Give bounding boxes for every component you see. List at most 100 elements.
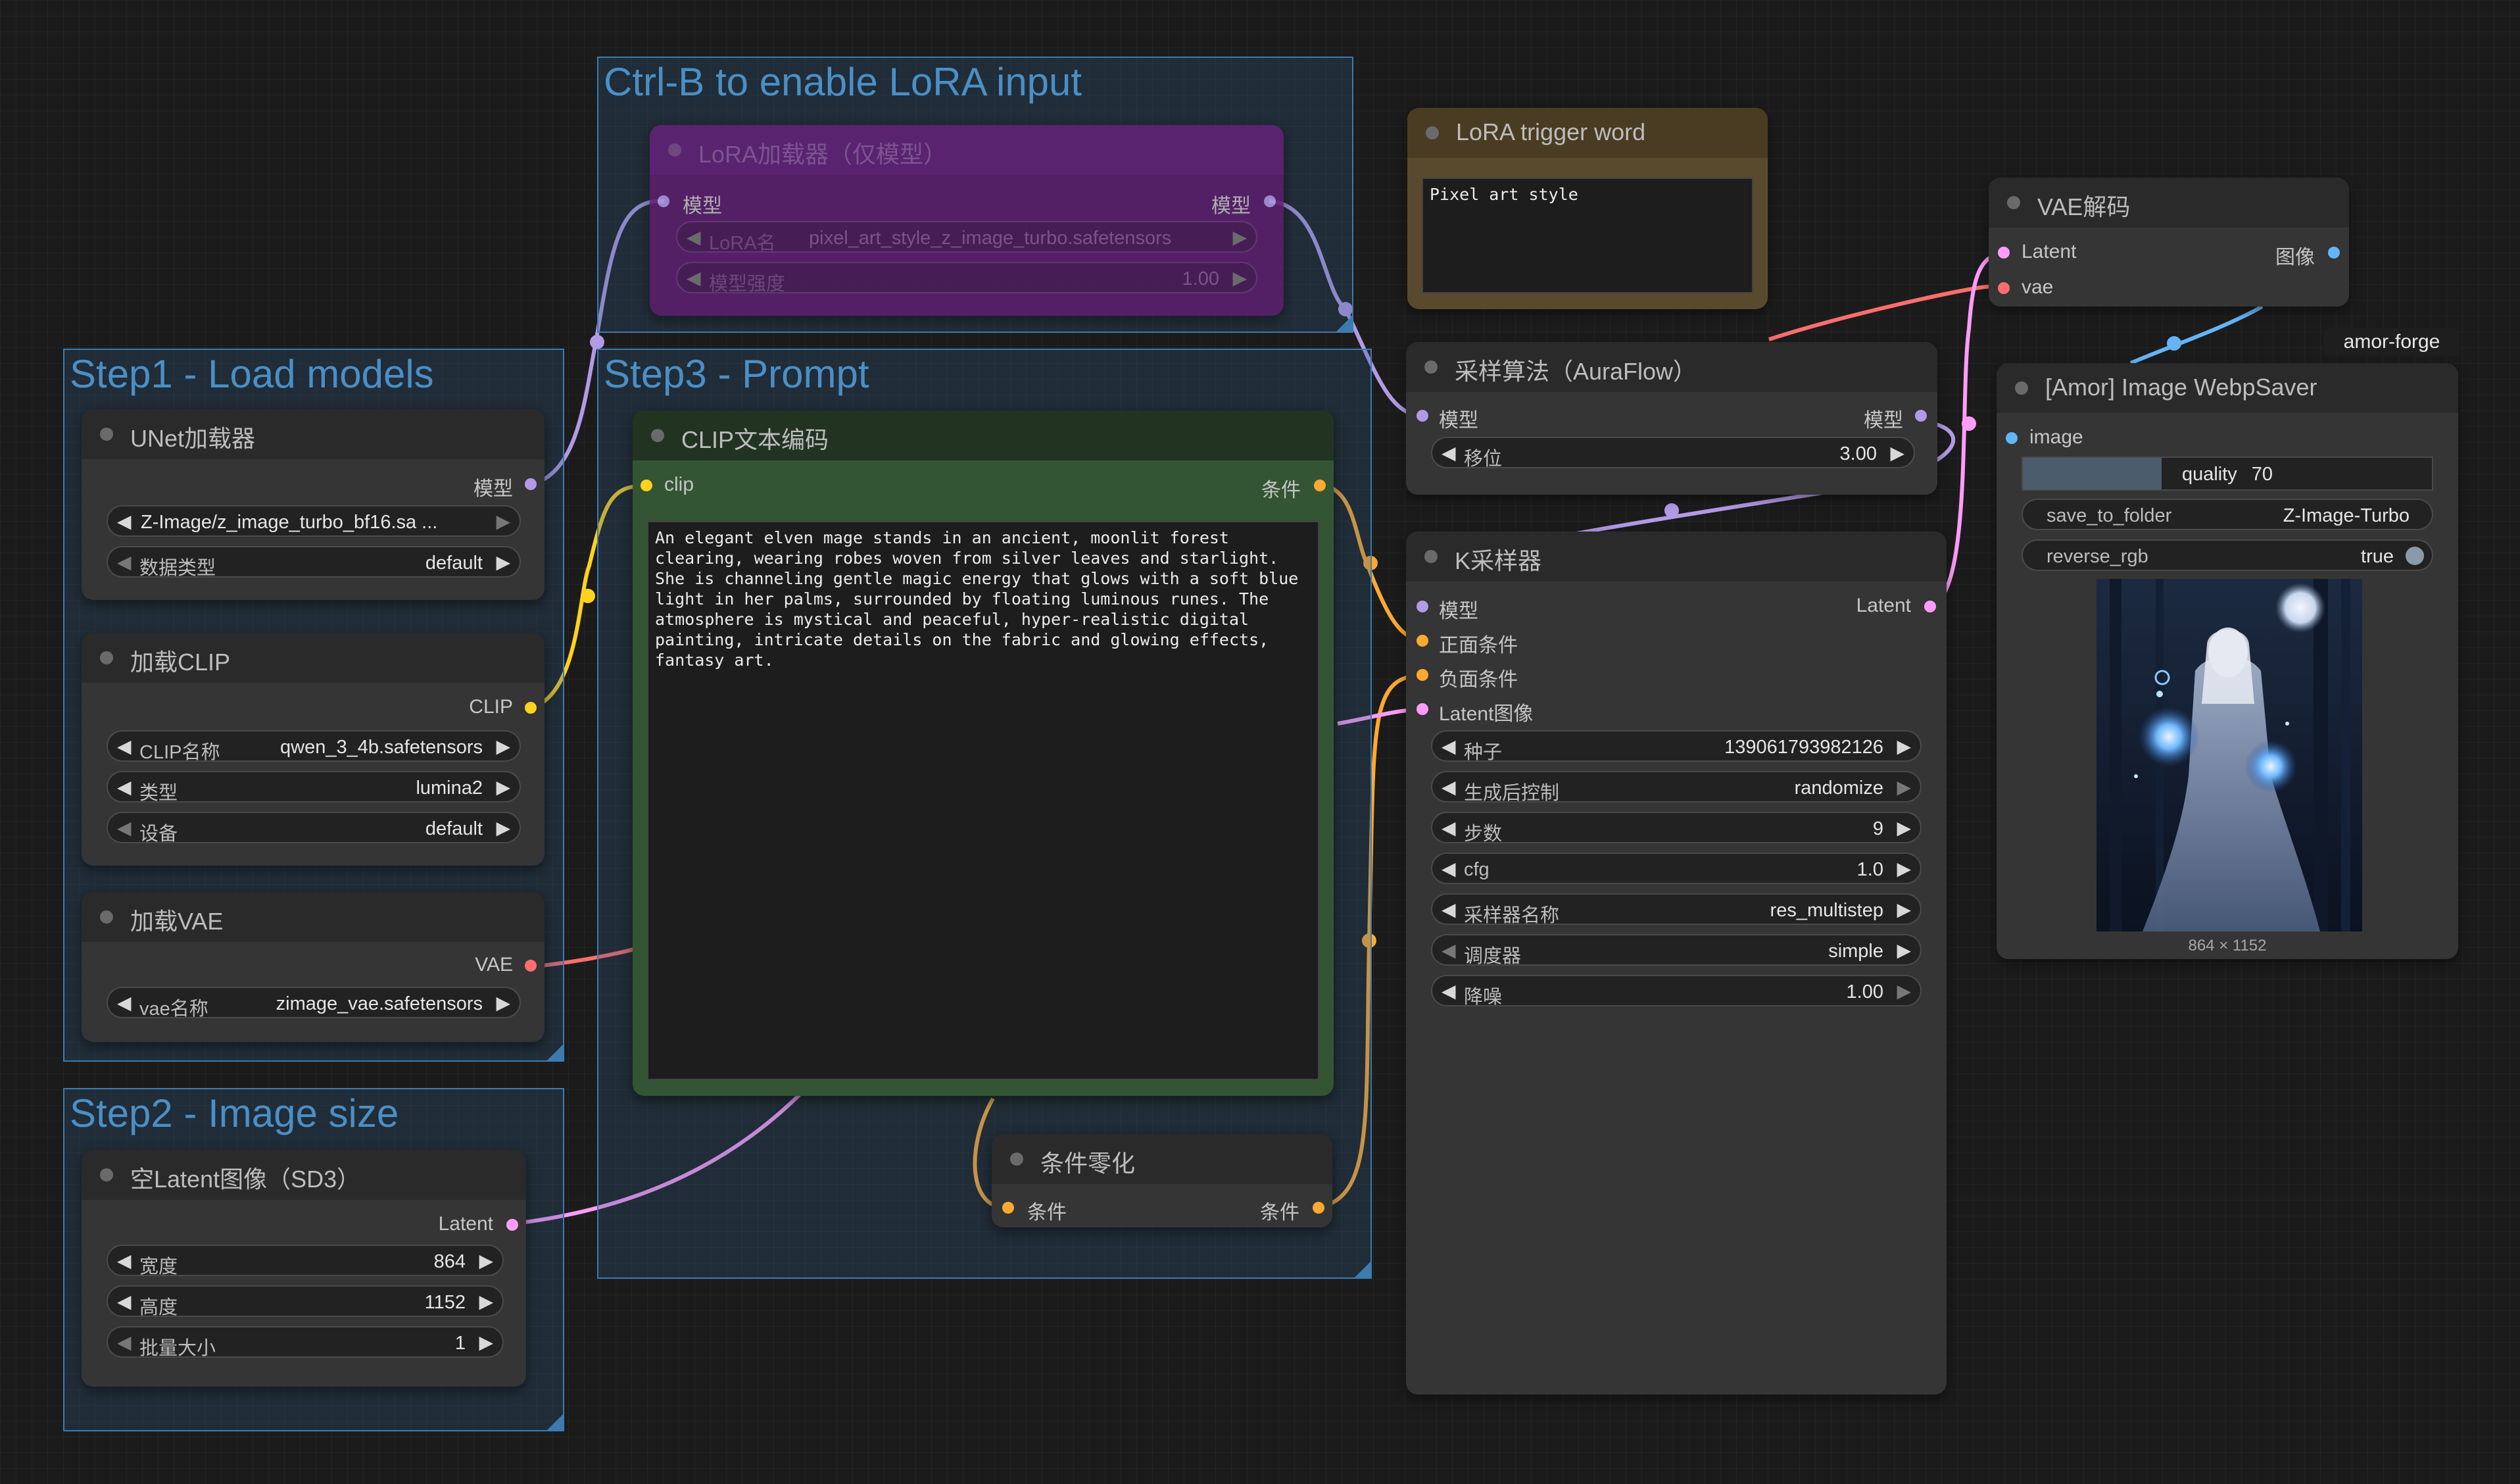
clip-name-combo[interactable]: ◀ CLIP名称 qwen_3_4b.safetensors ▶ <box>107 730 521 763</box>
arrow-left-icon[interactable]: ◀ <box>117 736 132 756</box>
arrow-left-icon[interactable]: ◀ <box>1442 858 1456 879</box>
arrow-left-icon[interactable]: ◀ <box>117 1291 132 1312</box>
port-image-out[interactable] <box>2328 247 2340 259</box>
arrow-right-icon[interactable]: ▶ <box>1897 818 1911 838</box>
arrow-left-icon[interactable]: ◀ <box>1442 940 1456 960</box>
port-latent-out[interactable] <box>506 1219 518 1231</box>
seed-number[interactable]: ◀ 种子 139061793982126 ▶ <box>1431 730 1922 763</box>
node-clip-text-encode[interactable]: CLIP文本编码 clip 条件 An elegant elven mage s… <box>633 410 1334 1096</box>
width-number[interactable]: ◀ 宽度 864 ▶ <box>107 1245 504 1277</box>
port-model-in[interactable] <box>658 195 669 207</box>
node-ksampler[interactable]: K采样器 模型 Latent 正面条件 负面条件 Latent图像 ◀ 种子 1… <box>1406 532 1947 1395</box>
port-latent-in[interactable] <box>1417 703 1428 715</box>
arrow-right-icon[interactable]: ▶ <box>1897 940 1911 960</box>
port-model-out[interactable] <box>1264 195 1276 207</box>
arrow-right-icon[interactable]: ▶ <box>1890 443 1904 463</box>
node-status-dot[interactable] <box>1424 550 1438 563</box>
port-vae-out[interactable] <box>525 960 537 972</box>
arrow-right-icon[interactable]: ▶ <box>496 777 510 797</box>
arrow-left-icon[interactable]: ◀ <box>1442 981 1456 1001</box>
scheduler-combo[interactable]: ◀ 调度器 simple ▶ <box>1431 934 1922 967</box>
node-lora-trigger-word[interactable]: LoRA trigger word Pixel art style <box>1407 108 1768 309</box>
port-model-out[interactable] <box>1915 410 1927 422</box>
arrow-right-icon[interactable]: ▶ <box>496 511 510 532</box>
arrow-right-icon[interactable]: ▶ <box>1232 268 1247 288</box>
arrow-right-icon[interactable]: ▶ <box>479 1250 493 1271</box>
arrow-left-icon[interactable]: ◀ <box>117 777 132 797</box>
link-reroute-dot[interactable] <box>1962 416 1976 431</box>
arrow-right-icon[interactable]: ▶ <box>496 993 510 1013</box>
arrow-left-icon[interactable]: ◀ <box>117 552 132 572</box>
device-combo[interactable]: ◀ 设备 default ▶ <box>107 812 521 845</box>
node-clip-loader[interactable]: 加载CLIP CLIP ◀ CLIP名称 qwen_3_4b.safetenso… <box>82 633 545 866</box>
toggle-knob-icon[interactable] <box>2406 547 2424 565</box>
arrow-right-icon[interactable]: ▶ <box>1897 736 1911 756</box>
batch-size-number[interactable]: ◀ 批量大小 1 ▶ <box>107 1326 504 1359</box>
arrow-left-icon[interactable]: ◀ <box>1442 818 1456 838</box>
unet-name-combo[interactable]: ◀ Z-Image/z_image_turbo_bf16.sa ... ▶ <box>107 505 521 537</box>
reverse-rgb-toggle[interactable]: reverse_rgb true <box>2022 539 2433 571</box>
port-clip-in[interactable] <box>641 480 652 491</box>
arrow-left-icon[interactable]: ◀ <box>117 1332 132 1352</box>
arrow-right-icon[interactable]: ▶ <box>1897 899 1911 920</box>
node-empty-latent[interactable]: 空Latent图像（SD3） Latent ◀ 宽度 864 ▶ ◀ 高度 11… <box>82 1150 526 1387</box>
arrow-left-icon[interactable]: ◀ <box>1442 777 1456 797</box>
arrow-left-icon[interactable]: ◀ <box>117 818 132 838</box>
link-reroute-dot[interactable] <box>2167 336 2181 351</box>
node-vae-decode[interactable]: VAE解码 Latent 图像 vae <box>1989 178 2349 307</box>
node-status-dot[interactable] <box>100 428 113 441</box>
link-reroute-dot[interactable] <box>581 589 595 603</box>
clip-type-combo[interactable]: ◀ 类型 lumina2 ▶ <box>107 771 521 804</box>
port-model-out[interactable] <box>525 478 537 490</box>
node-status-dot[interactable] <box>100 651 113 664</box>
port-model-in[interactable] <box>1417 601 1428 612</box>
prompt-textarea[interactable]: An elegant elven mage stands in an ancie… <box>647 521 1319 1080</box>
node-vae-loader[interactable]: 加载VAE VAE ◀ vae名称 zimage_vae.safetensors… <box>82 892 545 1042</box>
arrow-left-icon[interactable]: ◀ <box>687 268 701 288</box>
weight-dtype-combo[interactable]: ◀ 数据类型 default ▶ <box>107 546 521 579</box>
link-reroute-dot[interactable] <box>590 335 604 349</box>
save-to-folder-text[interactable]: save_to_folder Z-Image-Turbo <box>2022 499 2433 530</box>
node-status-dot[interactable] <box>1010 1152 1023 1166</box>
arrow-right-icon[interactable]: ▶ <box>1897 777 1911 797</box>
lora-strength-number[interactable]: ◀ 模型强度 1.00 ▶ <box>676 262 1257 295</box>
node-model-sampling-auraflow[interactable]: 采样算法（AuraFlow） 模型 模型 ◀ 移位 3.00 ▶ <box>1406 342 1937 495</box>
arrow-left-icon[interactable]: ◀ <box>1442 443 1456 463</box>
node-status-dot[interactable] <box>651 429 664 442</box>
link-reroute-dot[interactable] <box>1664 503 1679 518</box>
arrow-right-icon[interactable]: ▶ <box>479 1291 493 1312</box>
trigger-word-textarea[interactable]: Pixel art style <box>1422 178 1753 293</box>
steps-number[interactable]: ◀ 步数 9 ▶ <box>1431 812 1922 845</box>
port-clip-out[interactable] <box>525 702 537 714</box>
arrow-right-icon[interactable]: ▶ <box>496 736 510 756</box>
arrow-right-icon[interactable]: ▶ <box>496 818 510 838</box>
node-status-dot[interactable] <box>2007 196 2020 209</box>
port-conditioning-out[interactable] <box>1313 1202 1324 1214</box>
node-status-dot[interactable] <box>1424 360 1438 374</box>
port-negative-in[interactable] <box>1417 669 1428 681</box>
node-status-dot[interactable] <box>2015 382 2028 395</box>
lora-name-combo[interactable]: ◀ LoRA名 pixel_art_style_z_image_turbo.sa… <box>676 221 1257 254</box>
sampler-name-combo[interactable]: ◀ 采样器名称 res_multistep ▶ <box>1431 893 1922 926</box>
denoise-number[interactable]: ◀ 降噪 1.00 ▶ <box>1431 975 1922 1008</box>
port-vae-in[interactable] <box>1998 282 2010 294</box>
control-after-generate-combo[interactable]: ◀ 生成后控制 randomize ▶ <box>1431 771 1922 804</box>
node-status-dot[interactable] <box>100 1168 113 1181</box>
port-latent-in[interactable] <box>1998 247 2010 259</box>
shift-number[interactable]: ◀ 移位 3.00 ▶ <box>1431 437 1915 470</box>
node-status-dot[interactable] <box>1426 126 1439 139</box>
port-image-in[interactable] <box>2006 432 2018 444</box>
port-model-in[interactable] <box>1417 410 1428 422</box>
arrow-right-icon[interactable]: ▶ <box>1897 858 1911 879</box>
height-number[interactable]: ◀ 高度 1152 ▶ <box>107 1285 504 1318</box>
arrow-right-icon[interactable]: ▶ <box>496 552 510 572</box>
node-lora-loader[interactable]: LoRA加载器（仅模型） 模型 模型 ◀ LoRA名 pixel_art_sty… <box>650 125 1284 316</box>
port-positive-in[interactable] <box>1417 635 1428 647</box>
arrow-right-icon[interactable]: ▶ <box>479 1332 493 1352</box>
node-conditioning-zero[interactable]: 条件零化 条件 条件 <box>992 1134 1332 1227</box>
node-unet-loader[interactable]: UNet加载器 模型 ◀ Z-Image/z_image_turbo_bf16.… <box>82 409 545 600</box>
arrow-left-icon[interactable]: ◀ <box>117 511 132 532</box>
cfg-number[interactable]: ◀ cfg 1.0 ▶ <box>1431 853 1922 884</box>
